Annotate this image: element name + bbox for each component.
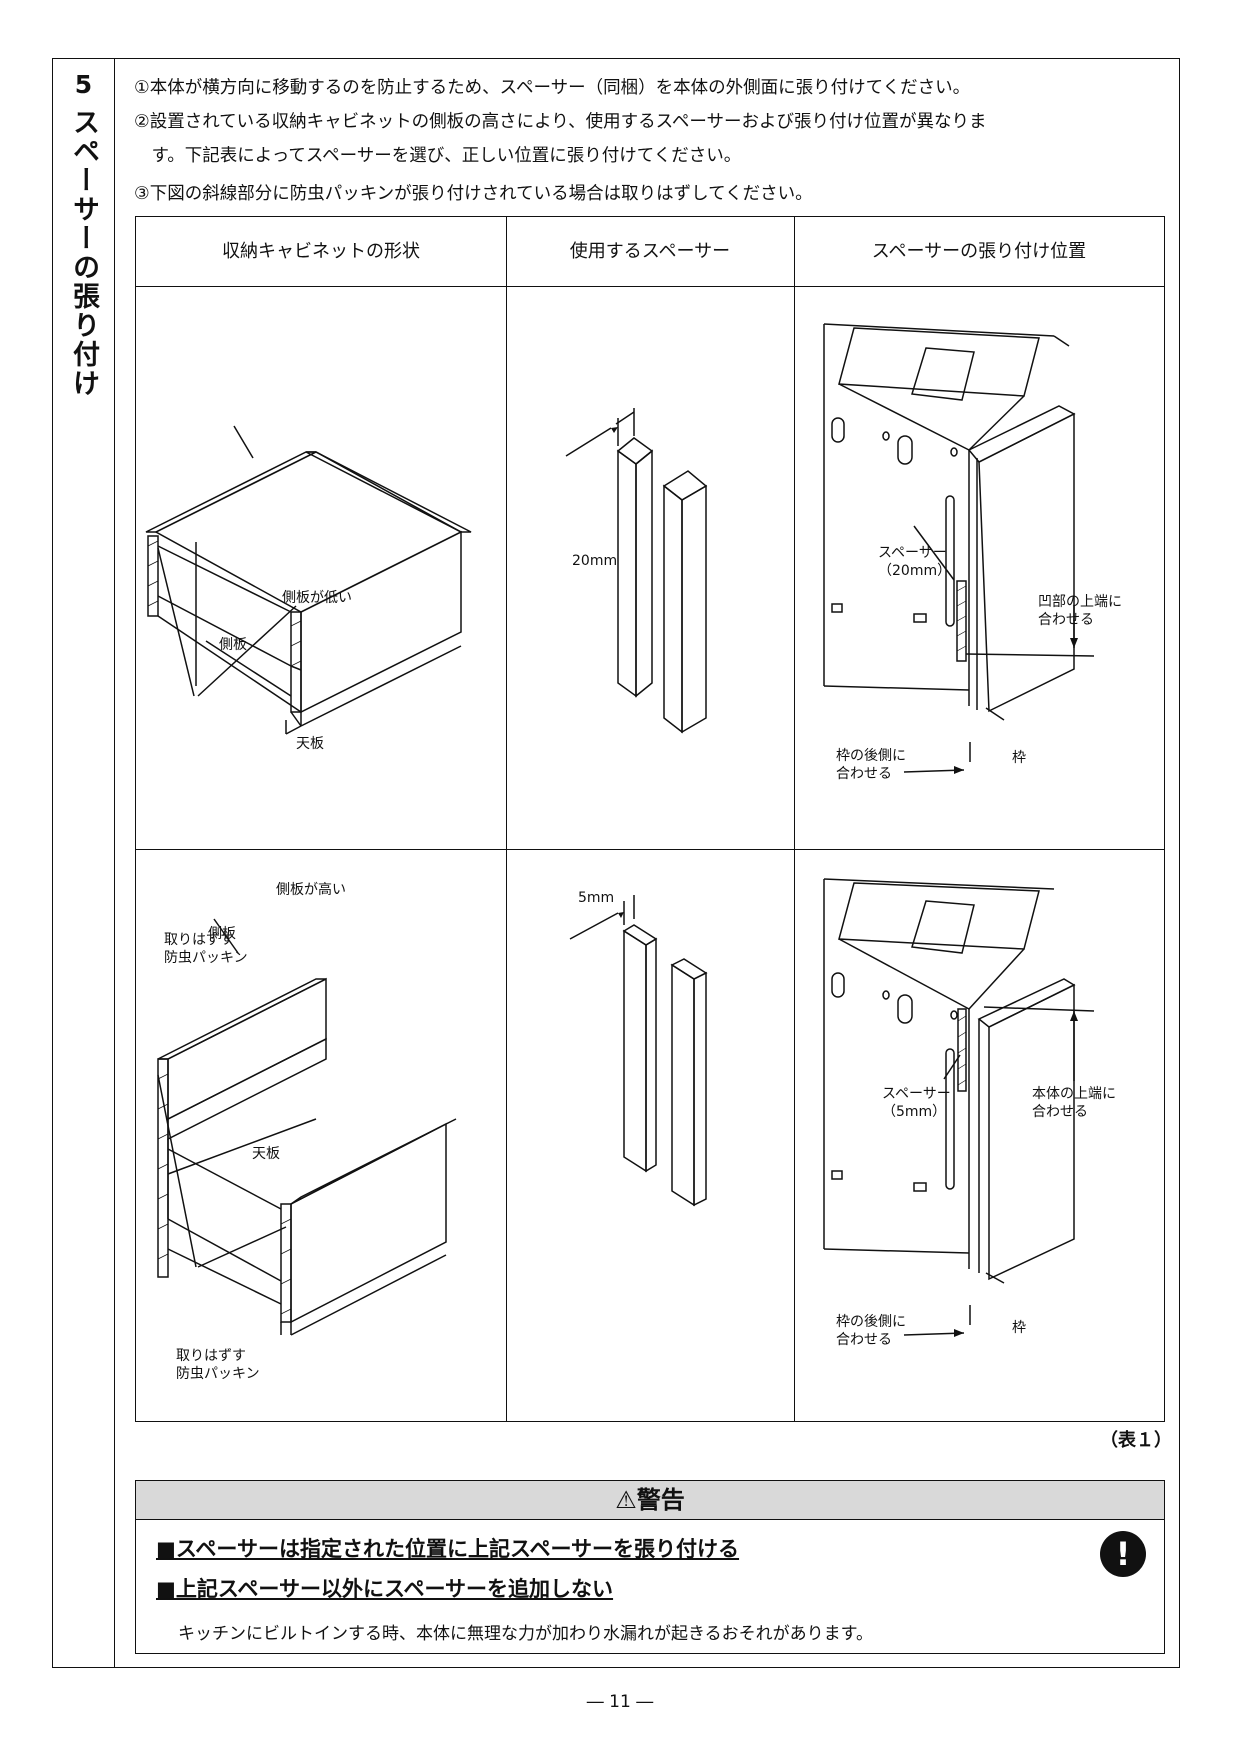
- row1-caption: 側板が低い: [282, 590, 352, 606]
- spacer-5mm-illustration: [569, 895, 708, 1207]
- row1-align-1: 凹部の上端に: [1038, 594, 1122, 610]
- high-cabinet-illustration: [157, 918, 457, 1336]
- instruction-2: ②設置されている収納キャビネットの側板の高さにより、使用するスペーサーおよび張り…: [134, 112, 987, 132]
- row1-frame-back-1: 枠の後側に: [836, 748, 906, 764]
- row1-spacer-size: （20mm）: [878, 563, 952, 579]
- row1-frame-back-2: 合わせる: [836, 766, 892, 782]
- page-frame: [52, 58, 1180, 1668]
- spacer-table: 収納キャビネットの形状 使用するスペーサー スペーサーの張り付け位置: [135, 216, 1165, 1422]
- row2-spacer-label: スペーサー: [882, 1086, 951, 1102]
- section-sidebar: 5 スペーサーの張り付け: [52, 58, 115, 1668]
- row1-side-panel-label: 側板: [219, 637, 247, 653]
- row2-remove-label: 取りはずす: [176, 1348, 246, 1364]
- row2-packing-label: 防虫パッキン: [176, 1366, 260, 1382]
- row2-frame-back-2: 合わせる: [836, 1332, 892, 1348]
- section-number: 5: [74, 70, 93, 99]
- table-note: （表１）: [1100, 1430, 1172, 1451]
- row2-caption: 側板が高い: [276, 882, 346, 898]
- row2-frame-back-1: 枠の後側に: [836, 1314, 906, 1330]
- row2-spacer-size: （5mm）: [882, 1104, 947, 1120]
- spacer-20mm-illustration: [565, 408, 708, 734]
- warning-line-2: ■上記スペーサー以外にスペーサーを追加しない: [156, 1577, 614, 1601]
- position-20mm-illustration: [823, 323, 1095, 774]
- row2-align-2: 合わせる: [1032, 1104, 1088, 1120]
- row1-packing-label: 防虫パッキン: [164, 950, 248, 966]
- row2-spacer-dim: 5mm: [578, 890, 615, 906]
- header-spacer: 使用するスペーサー: [569, 241, 731, 262]
- row1-spacer-label: スペーサー: [878, 545, 947, 561]
- header-position: スペーサーの張り付け位置: [871, 241, 1087, 262]
- instruction-3: す。下記表によってスペーサーを選び、正しい位置に張り付けてください。: [134, 146, 742, 166]
- row2-frame-label: 枠: [1012, 1320, 1026, 1336]
- instruction-1: ①本体が横方向に移動するのを防止するため、スペーサー（同梱）を本体の外側面に張り…: [134, 78, 971, 98]
- exclamation-icon: !: [1100, 1531, 1146, 1577]
- instruction-4: ③下図の斜線部分に防虫パッキンが張り付けされている場合は取りはずしてください。: [134, 184, 813, 204]
- warning-line-1: ■スペーサーは指定された位置に上記スペーサーを張り付ける: [156, 1537, 740, 1561]
- row1-align-2: 合わせる: [1038, 612, 1094, 628]
- row2-align-1: 本体の上端に: [1032, 1086, 1116, 1102]
- row1-spacer-dim: 20mm: [572, 553, 618, 569]
- low-cabinet-illustration: [145, 425, 472, 735]
- warning-title: ⚠警告: [136, 1481, 1164, 1520]
- warning-box: ⚠警告 ■スペーサーは指定された位置に上記スペーサーを張り付ける ■上記スペーサ…: [135, 1480, 1165, 1654]
- warning-note: キッチンにビルトインする時、本体に無理な力が加わり水漏れが起きるおそれがあります…: [178, 1624, 873, 1644]
- position-5mm-illustration: [823, 878, 1095, 1337]
- row2-top-panel-label: 天板: [252, 1146, 280, 1162]
- row1-remove-label: 取りはずす: [164, 932, 234, 948]
- section-title: スペーサーの張り付け: [68, 108, 99, 398]
- header-cabinet-shape: 収納キャビネットの形状: [222, 241, 420, 262]
- row1-frame-label: 枠: [1012, 750, 1026, 766]
- row1-top-panel-label: 天板: [296, 736, 324, 752]
- row2-side-panel-label: 側板: [208, 926, 236, 942]
- page-number: ― 11 ―: [586, 1692, 654, 1712]
